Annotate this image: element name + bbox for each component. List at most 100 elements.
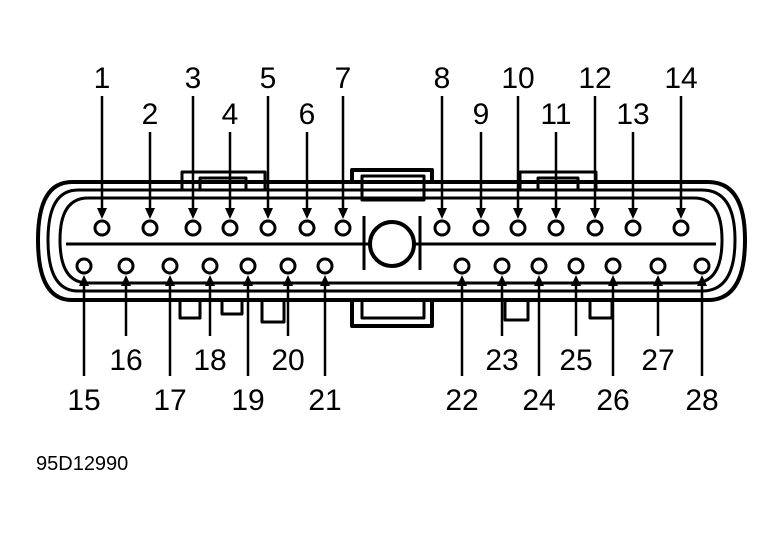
pin-25: 25	[559, 257, 593, 377]
pin-number-label: 15	[67, 384, 100, 417]
pin-contact	[93, 219, 111, 237]
arrow-head-icon	[121, 275, 131, 286]
arrow-head-icon	[628, 208, 638, 219]
pin-number-label: 26	[596, 384, 629, 417]
pin-19: 19	[231, 257, 265, 417]
pin-contact	[693, 257, 711, 275]
pin-number-label: 25	[559, 344, 592, 377]
arrow-head-icon	[551, 208, 561, 219]
pin-contact	[201, 257, 219, 275]
arrow-head-icon	[437, 208, 447, 219]
pin-3: 3	[184, 62, 202, 237]
pin-number-label: 24	[522, 384, 555, 417]
pin-2: 2	[141, 98, 159, 237]
pin-13: 13	[616, 98, 650, 237]
pin-number-label: 3	[185, 62, 202, 95]
pin-contact	[259, 219, 277, 237]
pin-contact	[117, 257, 135, 275]
arrow-head-icon	[320, 275, 330, 286]
pin-contact	[604, 257, 622, 275]
arrow-head-icon	[145, 208, 155, 219]
pin-number-label: 8	[434, 62, 451, 95]
pin-contact	[624, 219, 642, 237]
pin-23: 23	[485, 257, 519, 377]
pin-1: 1	[93, 62, 111, 237]
pin-17: 17	[153, 257, 187, 417]
pin-15: 15	[67, 257, 101, 417]
pin-contact	[493, 257, 511, 275]
pin-8: 8	[433, 62, 451, 237]
pin-18: 18	[193, 257, 227, 377]
arrow-head-icon	[676, 208, 686, 219]
arrow-head-icon	[97, 208, 107, 219]
pin-number-label: 14	[664, 62, 697, 95]
pin-21: 21	[308, 257, 342, 417]
arrow-head-icon	[225, 208, 235, 219]
pin-contact	[75, 257, 93, 275]
pin-contact	[316, 257, 334, 275]
pin-contact	[453, 257, 471, 275]
arrow-head-icon	[457, 275, 467, 286]
pin-contact	[672, 219, 690, 237]
arrow-head-icon	[534, 275, 544, 286]
pin-number-label: 18	[193, 344, 226, 377]
pin-number-label: 27	[641, 344, 674, 377]
arrow-head-icon	[697, 275, 707, 286]
arrow-head-icon	[263, 208, 273, 219]
arrow-head-icon	[205, 275, 215, 286]
pin-contact	[334, 219, 352, 237]
pin-contact	[184, 219, 202, 237]
arrow-head-icon	[283, 275, 293, 286]
arrow-head-icon	[302, 208, 312, 219]
pin-number-label: 1	[94, 62, 111, 95]
pin-number-label: 12	[578, 62, 611, 95]
pin-5: 5	[259, 62, 277, 237]
arrow-head-icon	[608, 275, 618, 286]
pin-number-label: 2	[142, 98, 159, 131]
pin-24: 24	[522, 257, 556, 417]
arrow-head-icon	[243, 275, 253, 286]
pin-number-label: 7	[335, 62, 352, 95]
arrow-head-icon	[476, 208, 486, 219]
pin-4: 4	[221, 98, 239, 237]
pin-9: 9	[472, 98, 490, 237]
pin-number-label: 13	[616, 98, 649, 131]
arrow-head-icon	[653, 275, 663, 286]
pin-27: 27	[641, 257, 675, 377]
pin-contact	[221, 219, 239, 237]
arrow-head-icon	[188, 208, 198, 219]
pin-contact	[239, 257, 257, 275]
pin-7: 7	[334, 62, 352, 237]
pin-6: 6	[298, 98, 316, 237]
pin-number-label: 16	[109, 344, 142, 377]
pin-16: 16	[109, 257, 143, 377]
pin-10: 10	[501, 62, 535, 237]
pin-contact	[530, 257, 548, 275]
pin-contact	[298, 219, 316, 237]
pin-contact	[547, 219, 565, 237]
pin-contact	[161, 257, 179, 275]
arrow-head-icon	[79, 275, 89, 286]
pin-number-label: 28	[685, 384, 718, 417]
pin-contact	[279, 257, 297, 275]
pin-14: 14	[664, 62, 698, 237]
pin-number-label: 23	[485, 344, 518, 377]
pin-20: 20	[271, 257, 305, 377]
pin-12: 12	[578, 62, 612, 237]
pin-number-label: 4	[222, 98, 239, 131]
arrow-head-icon	[497, 275, 507, 286]
pin-number-label: 5	[260, 62, 277, 95]
pin-22: 22	[445, 257, 479, 417]
pin-contact	[472, 219, 490, 237]
pin-number-label: 22	[445, 384, 478, 417]
arrow-head-icon	[590, 208, 600, 219]
pin-number-label: 20	[271, 344, 304, 377]
figure-id: 95D12990	[36, 453, 128, 475]
pin-11: 11	[540, 98, 572, 237]
pin-number-label: 6	[299, 98, 316, 131]
arrow-head-icon	[513, 208, 523, 219]
pin-contact	[567, 257, 585, 275]
pin-contact	[141, 219, 159, 237]
